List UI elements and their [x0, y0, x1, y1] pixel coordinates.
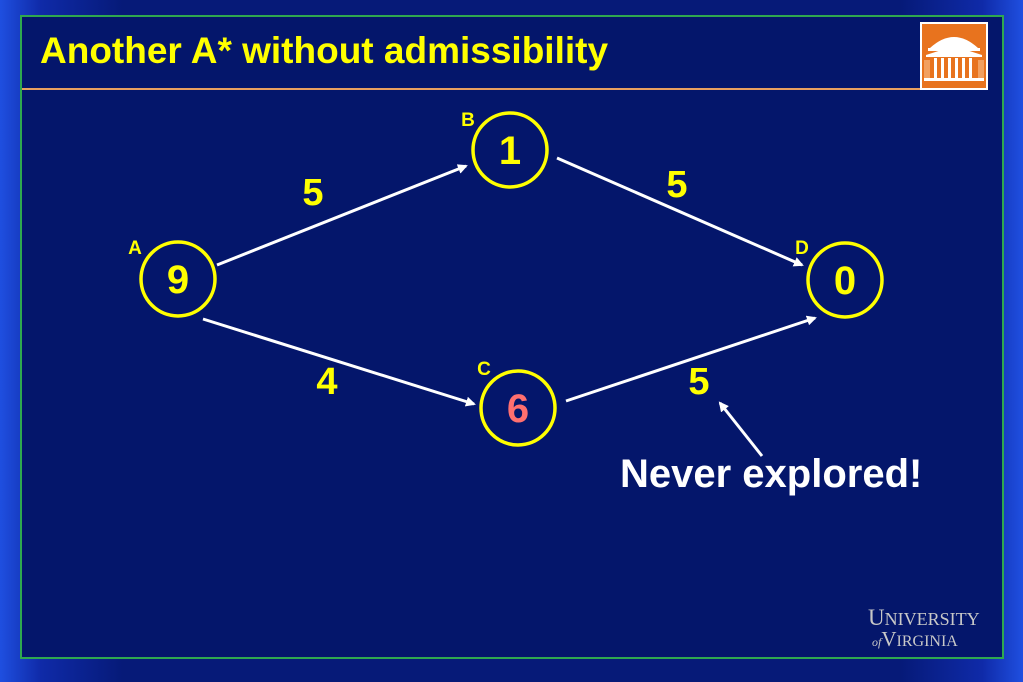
node-b-circle	[471, 111, 549, 189]
edge-a-b	[216, 164, 468, 267]
edge-b-d	[556, 156, 804, 267]
node-c-circle	[479, 369, 557, 447]
wordmark-university: NIVERSITY	[884, 609, 980, 629]
rotunda-icon	[920, 22, 988, 90]
title-divider	[22, 88, 920, 90]
node-d-label: D	[795, 238, 809, 259]
node-c-heuristic: 6	[507, 387, 529, 431]
wordmark-virginia: IRGINIA	[896, 633, 958, 650]
node-b-label: B	[461, 110, 475, 131]
node-b-heuristic: 1	[499, 129, 521, 173]
edge-c-d	[565, 315, 817, 403]
edge-weight-a-c: 4	[316, 361, 337, 403]
node-a-label: A	[128, 238, 142, 259]
node-a-heuristic: 9	[167, 258, 189, 302]
node-a-circle	[139, 240, 217, 318]
edge-weight-c-d: 5	[688, 361, 709, 403]
annotation-text: Never explored!	[620, 452, 922, 496]
slide-frame	[20, 15, 1004, 659]
annotation-arrow	[718, 401, 764, 457]
edge-weight-b-d: 5	[666, 164, 687, 206]
edge-a-c	[202, 317, 476, 407]
edge-weight-a-b: 5	[302, 172, 323, 214]
node-d-heuristic: 0	[834, 259, 856, 303]
node-c-label: C	[477, 359, 491, 380]
node-d-circle	[806, 241, 884, 319]
slide-title: Another A* without admissibility	[40, 30, 609, 71]
wordmark-initial-u: U	[868, 605, 885, 630]
university-wordmark: UNIVERSITY ofVIRGINIA	[868, 606, 980, 650]
wordmark-initial-v: V	[881, 627, 897, 651]
wordmark-of: of	[872, 635, 882, 649]
